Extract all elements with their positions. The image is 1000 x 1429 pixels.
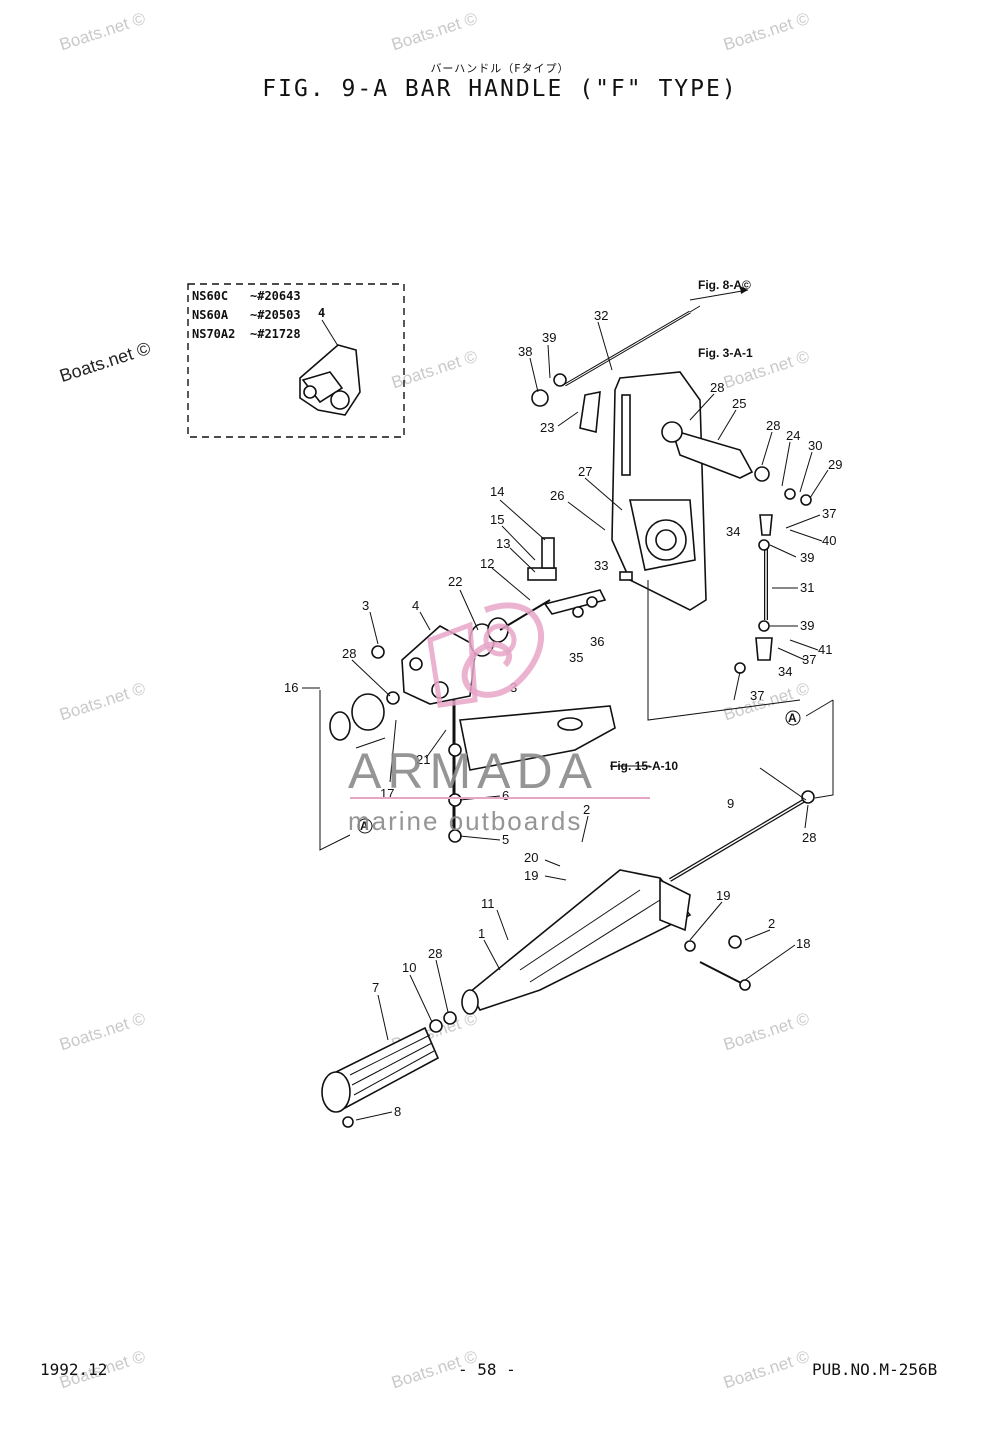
callout: 33 <box>594 558 608 573</box>
callout: 12 <box>480 556 494 571</box>
callout: 37 <box>822 506 836 521</box>
callout: 3 <box>362 598 369 613</box>
figure-title: FIG. 9-A BAR HANDLE ("F" TYPE) <box>262 76 738 102</box>
shift-rod <box>564 286 749 387</box>
serial-row-model: NS70A2 <box>192 327 235 341</box>
callout: 26 <box>550 488 564 503</box>
callout: 35 <box>569 650 583 665</box>
ref-fig-15: Fig. 15-A-10 <box>610 759 678 773</box>
serial-row-model: NS60A <box>192 308 229 322</box>
callout: 19 <box>716 888 730 903</box>
serial-row-serial: ~#21728 <box>250 327 301 341</box>
callout: 28 <box>710 380 724 395</box>
callout: 39 <box>800 550 814 565</box>
callout: 28 <box>802 830 816 845</box>
callout: 27 <box>578 464 592 479</box>
callout: 2 <box>768 916 775 931</box>
callout: 39 <box>542 330 556 345</box>
footer-pub-number: PUB.NO.M-256B <box>812 1360 938 1379</box>
callout: 1 <box>478 926 485 941</box>
callout: 7 <box>372 980 379 995</box>
lever-arm <box>670 428 754 479</box>
callout: 32 <box>594 308 608 323</box>
leader-lines <box>302 321 829 1121</box>
callout: 38 <box>518 344 532 359</box>
callout: 18 <box>796 936 810 951</box>
callout: 10 <box>402 960 416 975</box>
callout: 29 <box>828 457 842 472</box>
callout: 31 <box>800 580 814 595</box>
callout: 13 <box>496 536 510 551</box>
friction-knob <box>319 690 386 851</box>
figure-subtitle: バーハンドル（Fタイプ） <box>430 62 570 75</box>
ref-circle-a: A <box>357 818 373 834</box>
callout: 22 <box>448 574 462 589</box>
callout: 36 <box>590 634 604 649</box>
callout: 23 <box>540 420 554 435</box>
svg-text:A: A <box>788 711 797 725</box>
footer-page-number: - 58 - <box>458 1360 516 1379</box>
ref-circle-a: A <box>785 710 801 726</box>
callout: 21 <box>416 752 430 767</box>
callout-numbers: 32 39 38 23 28 25 28 24 30 29 27 26 37 3… <box>284 308 842 1119</box>
serial-number-box: NS60C ~#20643 NS60A ~#20503 4 NS70A2 ~#2… <box>187 283 405 438</box>
svg-text:A: A <box>360 819 369 833</box>
throttle-grip <box>321 1011 457 1128</box>
callout: 2 <box>583 802 590 817</box>
callout: 28 <box>428 946 442 961</box>
serial-row-model: NS60C <box>192 289 228 303</box>
ref-fig-8: Fig. 8-A© <box>698 278 751 292</box>
callout: 28 <box>342 646 356 661</box>
logo-tagline: marine outboards <box>348 806 582 836</box>
callout: 24 <box>786 428 800 443</box>
tiller-handle <box>461 869 692 1015</box>
callout: 28 <box>766 418 780 433</box>
callout: 5 <box>502 832 509 847</box>
serial-row-serial: ~#20643 <box>250 289 301 303</box>
serial-row-part: 4 <box>318 306 325 320</box>
logo-brand: ARMADA <box>348 743 598 799</box>
callout: 30 <box>808 438 822 453</box>
callout: 14 <box>490 484 504 499</box>
callout: 8 <box>394 1104 401 1119</box>
callout: 20 <box>524 850 538 865</box>
serial-row-serial: ~#20503 <box>250 308 301 322</box>
callout: 37 <box>802 652 816 667</box>
callout: 34 <box>778 664 792 679</box>
footer-date: 1992.12 <box>40 1360 108 1379</box>
callout: 9 <box>727 796 734 811</box>
callout: 40 <box>822 533 836 548</box>
callout: 4 <box>412 598 419 613</box>
callout: 16 <box>284 680 298 695</box>
link-23 <box>579 391 601 434</box>
ref-fig-3: Fig. 3-A-1 <box>698 346 753 360</box>
callout: 15 <box>490 512 504 527</box>
callout: 6 <box>502 788 509 803</box>
callout: 25 <box>732 396 746 411</box>
mid-bracket <box>371 537 633 705</box>
callout: 37 <box>750 688 764 703</box>
callout: 41 <box>818 642 832 657</box>
rod-31 <box>734 514 773 674</box>
callout: 34 <box>726 524 740 539</box>
armada-logo: ARMADA marine outboards <box>348 602 650 836</box>
callout: 39 <box>800 618 814 633</box>
callout: 11 <box>481 896 495 911</box>
callout: 19 <box>524 868 538 883</box>
